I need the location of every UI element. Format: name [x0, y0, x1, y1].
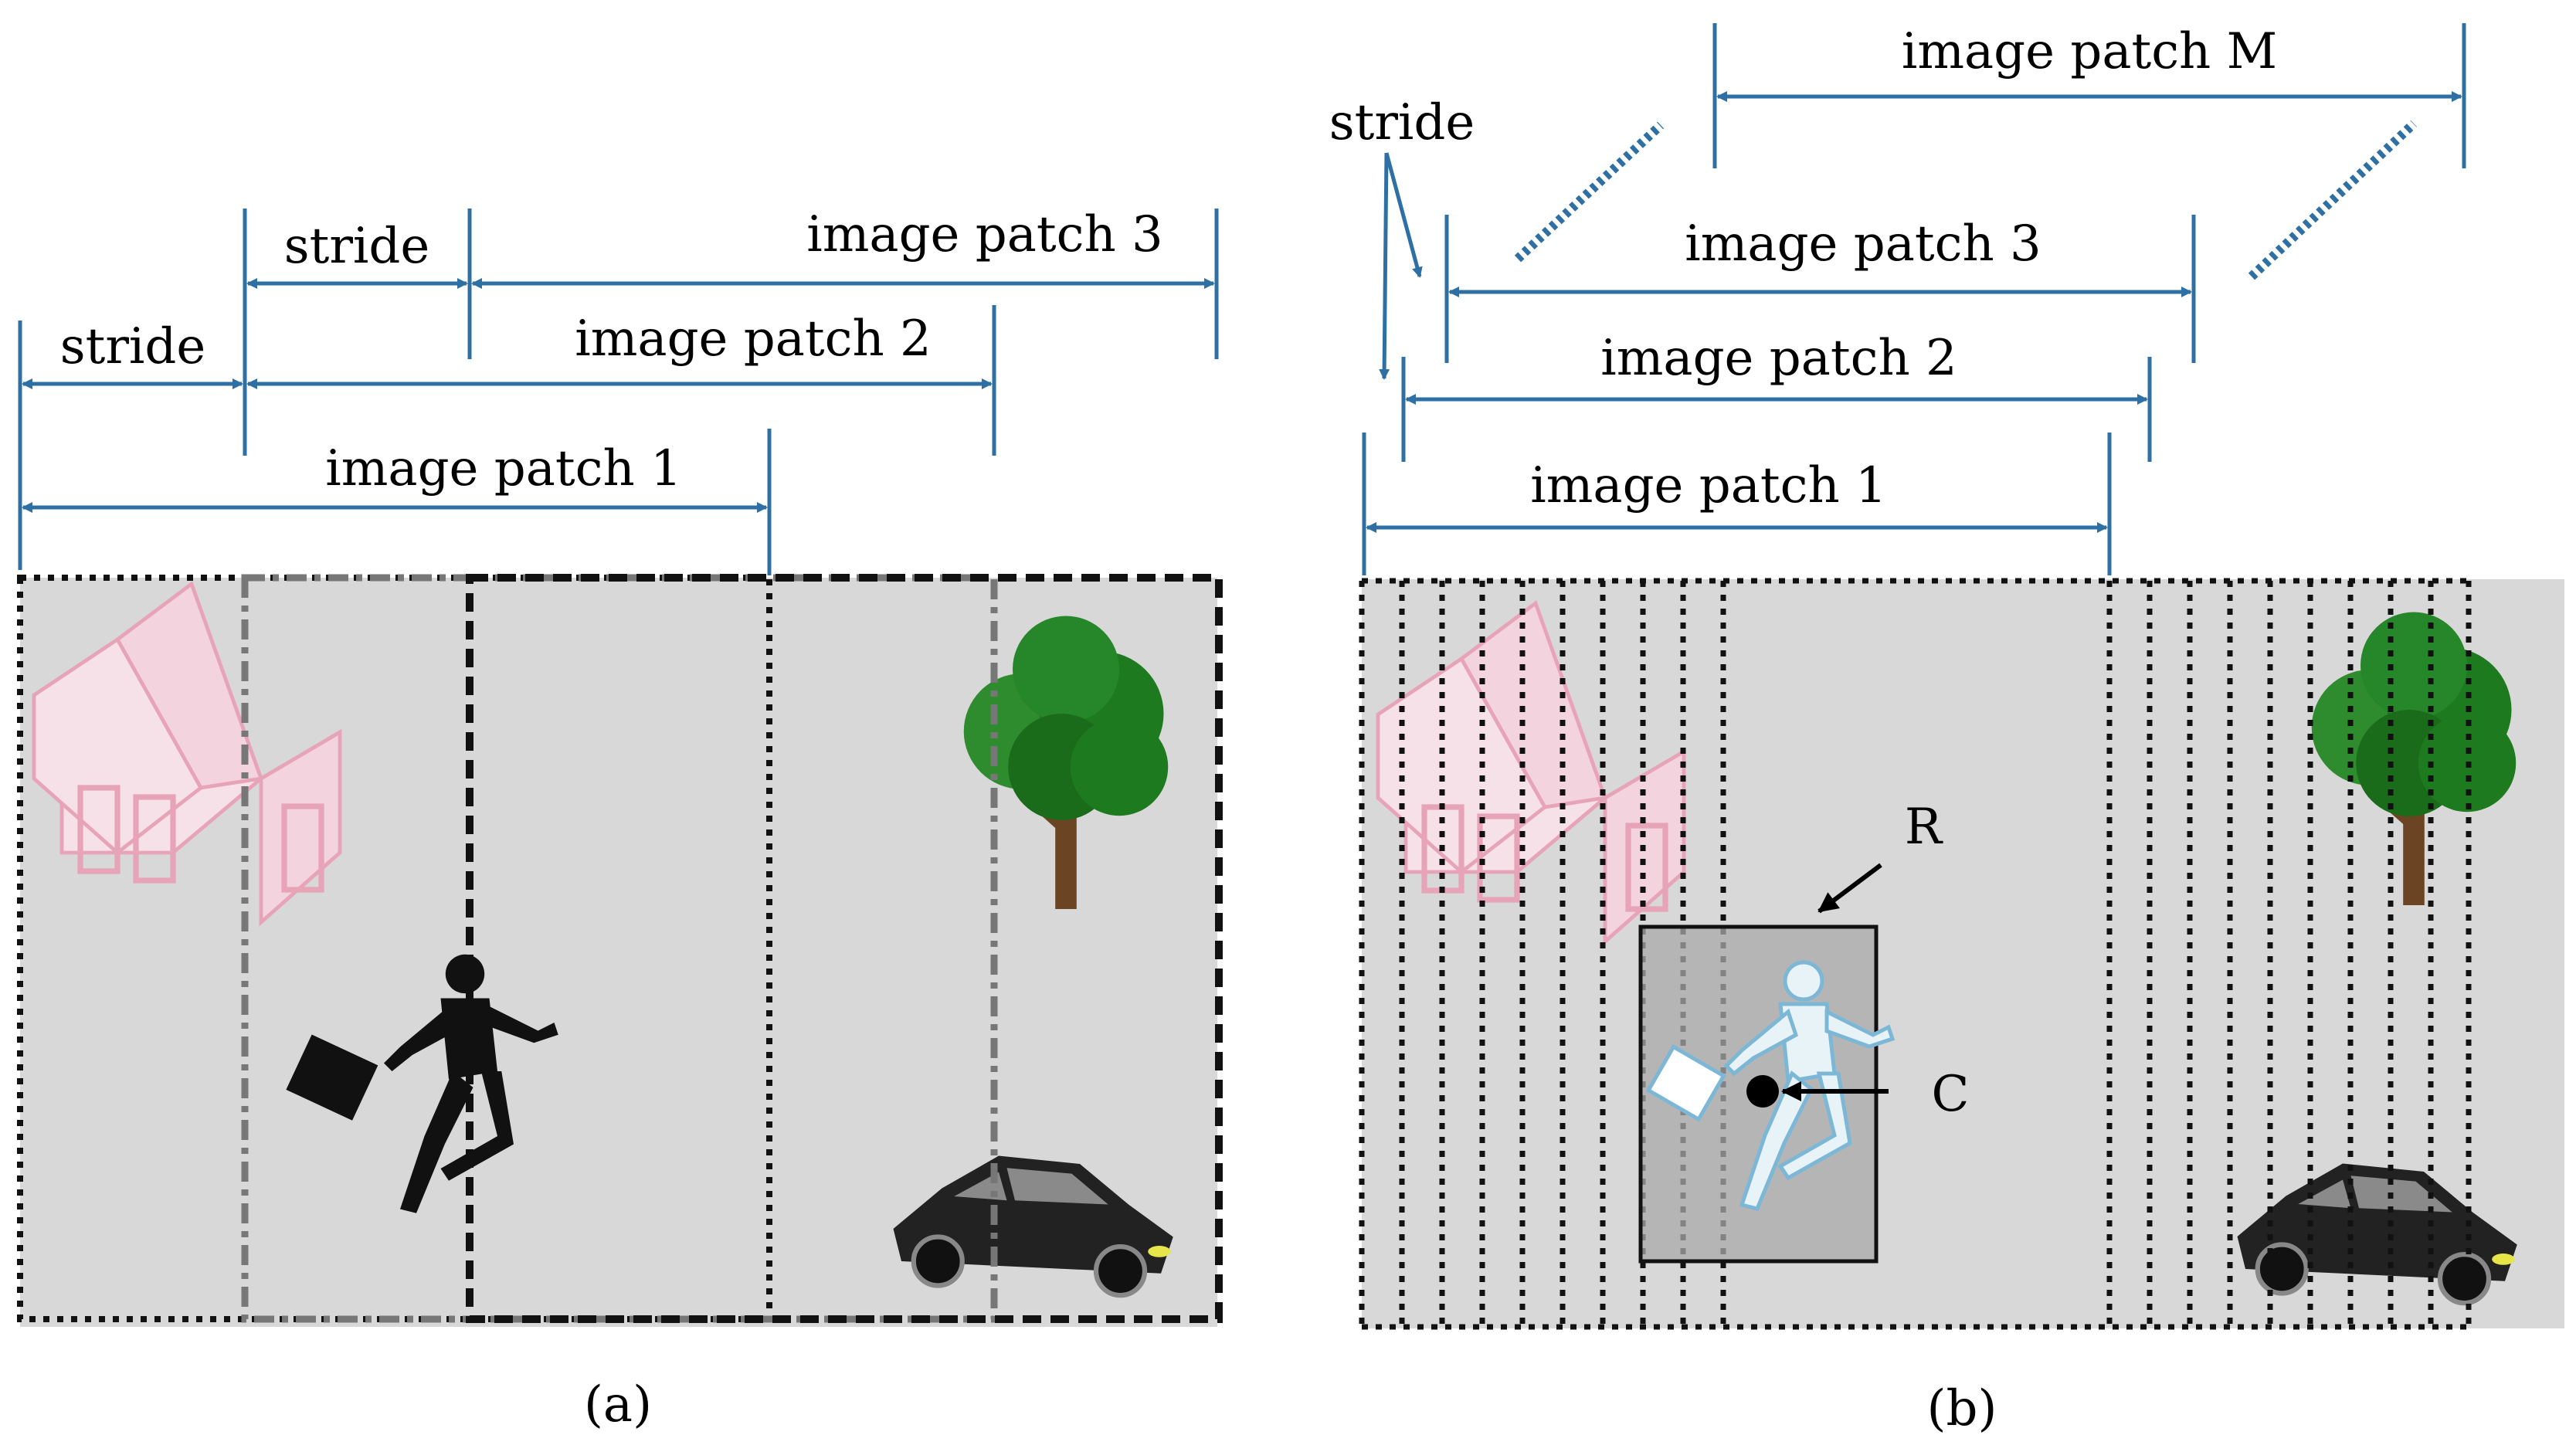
- continuation-dots: [1514, 120, 2418, 280]
- center-point-c: [1746, 1075, 1779, 1108]
- panel-a: stride stride image patch 1 image patch …: [17, 206, 1223, 1433]
- image-patch-3-label: image patch 3: [806, 206, 1162, 263]
- image-patch-1-label: image patch 1: [325, 440, 681, 497]
- caption-a: (a): [584, 1376, 652, 1433]
- image-patch-3-box: [466, 574, 1223, 1323]
- image-patch-m-label: image patch M: [1902, 23, 2277, 80]
- extension-lines: [18, 209, 1219, 575]
- stride-label-2: stride: [284, 218, 429, 275]
- region-r-pointer: [1817, 863, 1882, 914]
- stride-pointer-1: [1379, 152, 1390, 380]
- stride-pointer-2: [1384, 152, 1423, 278]
- image-patch-1-label: image patch 1: [1530, 457, 1886, 514]
- patch-boundaries: [1359, 578, 2472, 1330]
- stride-label-1: stride: [60, 318, 205, 375]
- stride-label: stride: [1329, 94, 1475, 151]
- caption-b: (b): [1927, 1380, 1997, 1437]
- image-patch-3-label: image patch 3: [1685, 215, 2041, 273]
- image-patch-2-label: image patch 2: [575, 310, 931, 368]
- center-c-label: C: [1932, 1066, 1970, 1123]
- panel-b: R C stride image pat: [1329, 23, 2564, 1437]
- extension-lines: [1362, 23, 2466, 575]
- image-patch-2-label: image patch 2: [1600, 330, 1957, 387]
- region-r-label: R: [1905, 799, 1943, 856]
